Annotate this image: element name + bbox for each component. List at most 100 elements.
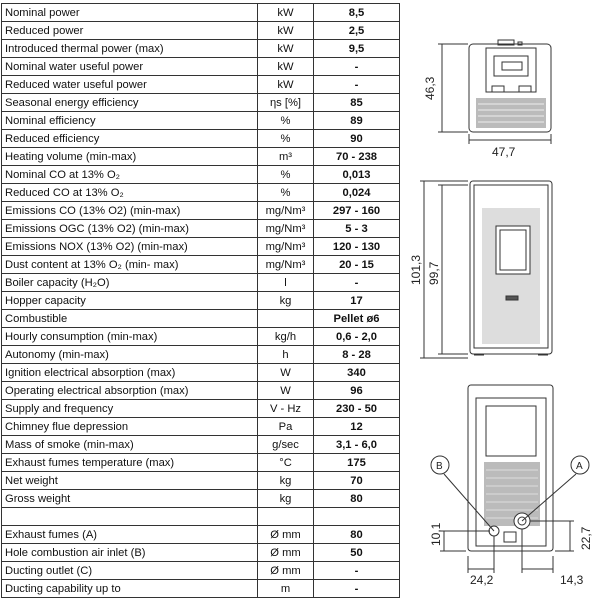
spec-unit: kW	[257, 21, 314, 40]
spec-row: Reduced CO at 13% O₂%0,024	[1, 183, 400, 202]
spec-label: Nominal efficiency	[1, 111, 258, 130]
spec-unit: Ø mm	[257, 561, 314, 580]
spec-value: 175	[313, 453, 400, 472]
spec-unit: kW	[257, 39, 314, 58]
spec-label: Chimney flue depression	[1, 417, 258, 436]
spec-row: Ducting outlet (C)Ø mm-	[1, 561, 400, 580]
spec-value	[313, 507, 400, 526]
spec-label: Emissions NOX (13% O2) (min-max)	[1, 237, 258, 256]
spec-label	[1, 507, 258, 526]
spec-label: Emissions OGC (13% O2) (min-max)	[1, 219, 258, 238]
spec-label: Mass of smoke (min-max)	[1, 435, 258, 454]
spec-label: Nominal water useful power	[1, 57, 258, 76]
spec-unit: kg/h	[257, 327, 314, 346]
spec-label: Combustible	[1, 309, 258, 328]
spec-value: 3,1 - 6,0	[313, 435, 400, 454]
spec-value: 50	[313, 543, 400, 562]
spec-label: Reduced water useful power	[1, 75, 258, 94]
spec-value: 85	[313, 93, 400, 112]
spec-value: -	[313, 75, 400, 94]
spec-label: Nominal CO at 13% O₂	[1, 165, 258, 184]
spec-label: Operating electrical absorption (max)	[1, 381, 258, 400]
spec-unit: ηs [%]	[257, 93, 314, 112]
spec-unit: %	[257, 165, 314, 184]
spec-row	[1, 507, 400, 526]
spec-unit: kg	[257, 471, 314, 490]
front-body-height-label: 99,7	[427, 261, 441, 285]
spec-value: 230 - 50	[313, 399, 400, 418]
spec-unit: %	[257, 111, 314, 130]
spec-unit: kW	[257, 75, 314, 94]
spec-unit: mg/Nm³	[257, 219, 314, 238]
spec-label: Heating volume (min-max)	[1, 147, 258, 166]
spec-label: Emissions CO (13% O2) (min-max)	[1, 201, 258, 220]
spec-label: Introduced thermal power (max)	[1, 39, 258, 58]
spec-value: -	[313, 57, 400, 76]
spec-unit: kW	[257, 3, 314, 22]
spec-unit: g/sec	[257, 435, 314, 454]
spec-label: Exhaust fumes temperature (max)	[1, 453, 258, 472]
spec-value: 9,5	[313, 39, 400, 58]
spec-unit: kg	[257, 291, 314, 310]
spec-value: 20 - 15	[313, 255, 400, 274]
spec-unit	[257, 309, 314, 328]
spec-value: Pellet ø6	[313, 309, 400, 328]
spec-value: 89	[313, 111, 400, 130]
rear-height-a-label: 22,7	[579, 526, 593, 550]
front-total-height-label: 101,3	[409, 255, 423, 285]
top-depth-label: 46,3	[423, 76, 437, 100]
spec-value: 8,5	[313, 3, 400, 22]
spec-value: 96	[313, 381, 400, 400]
spec-label: Dust content at 13% O₂ (min- max)	[1, 255, 258, 274]
spec-row: Nominal CO at 13% O₂%0,013	[1, 165, 400, 184]
spec-label: Ignition electrical absorption (max)	[1, 363, 258, 382]
spec-value: 17	[313, 291, 400, 310]
spec-unit: Pa	[257, 417, 314, 436]
spec-value: 297 - 160	[313, 201, 400, 220]
spec-value: 70	[313, 471, 400, 490]
spec-label: Ducting outlet (C)	[1, 561, 258, 580]
spec-label: Net weight	[1, 471, 258, 490]
spec-unit: m³	[257, 147, 314, 166]
spec-value: -	[313, 579, 400, 598]
spec-label: Hopper capacity	[1, 291, 258, 310]
spec-value: 70 - 238	[313, 147, 400, 166]
spec-value: -	[313, 561, 400, 580]
spec-unit: °C	[257, 453, 314, 472]
spec-label: Reduced power	[1, 21, 258, 40]
stove-dimension-drawings: 46,3 47,7 101,3 99,7	[409, 39, 593, 587]
spec-value: 0,6 - 2,0	[313, 327, 400, 346]
spec-label: Reduced efficiency	[1, 129, 258, 148]
spec-unit: V - Hz	[257, 399, 314, 418]
spec-unit: mg/Nm³	[257, 201, 314, 220]
spec-unit: mg/Nm³	[257, 237, 314, 256]
spec-unit: W	[257, 363, 314, 382]
spec-label: Nominal power	[1, 3, 258, 22]
spec-value: 12	[313, 417, 400, 436]
spec-label: Hole combustion air inlet (B)	[1, 543, 258, 562]
spec-unit	[257, 507, 314, 526]
rear-height-b-label: 10,1	[429, 522, 443, 546]
spec-value: 120 - 130	[313, 237, 400, 256]
spec-label: Gross weight	[1, 489, 258, 508]
spec-unit: Ø mm	[257, 525, 314, 544]
rear-view-drawing	[430, 384, 590, 573]
callout-a-label: A	[576, 461, 583, 472]
spec-row: Combustible Pellet ø6	[1, 309, 400, 328]
